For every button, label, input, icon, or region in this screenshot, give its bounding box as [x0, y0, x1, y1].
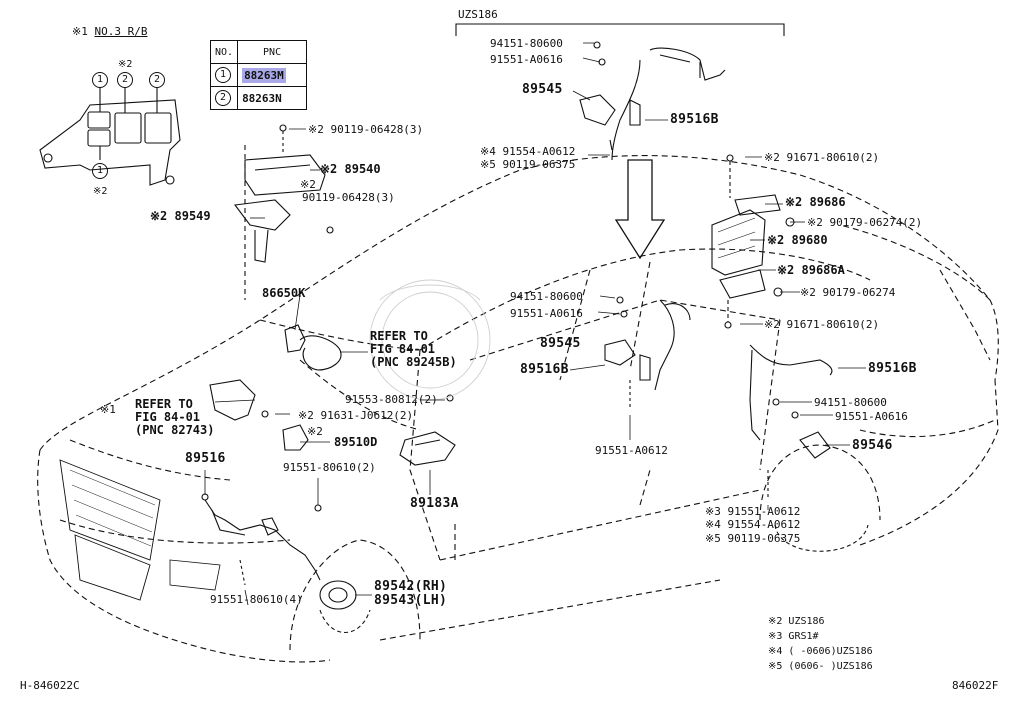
part-label[interactable]: 94151-80600	[490, 37, 563, 50]
front-sensor-harness	[201, 493, 322, 586]
part-label[interactable]: 89542(RH)	[374, 579, 448, 594]
middle-sensor-harness	[604, 296, 691, 410]
part-label[interactable]: 89516B	[868, 361, 917, 376]
note-text: NO.3 R/B	[94, 25, 148, 38]
part-label[interactable]: ※2 91671-80610(2)	[764, 151, 880, 164]
footnote: ※5 (0606- )UZS186	[768, 661, 873, 672]
part-label[interactable]: ※2 90179-06274	[800, 286, 896, 299]
leader-lines	[204, 42, 866, 606]
pnc-link-88263m[interactable]: 88263M	[242, 67, 286, 83]
rear-sensor-harness-top	[579, 41, 726, 161]
part-label[interactable]: 91551-A0616	[835, 410, 908, 423]
part-label[interactable]: 91551-80610(2)	[283, 461, 376, 474]
part-label[interactable]: ※2 91631-J0612(2)	[298, 409, 414, 422]
rear-wheel	[759, 444, 881, 552]
part-label[interactable]: ※3 91551-A0612	[705, 505, 801, 518]
part-label: ※1	[100, 403, 116, 416]
pnc-table: NO. PNC 1 88263M 2 88263N	[209, 40, 308, 110]
figure-code-right: 846022F	[952, 679, 999, 692]
part-label[interactable]: ※2 89540	[320, 162, 381, 176]
part-label[interactable]: 89516B	[670, 112, 719, 127]
part-label[interactable]: FIG 84-01	[370, 342, 436, 356]
part-label[interactable]: (PNC 82743)	[135, 423, 215, 437]
part-label[interactable]: 89516B	[520, 362, 569, 377]
pnc-link-88263n[interactable]: 88263N	[242, 91, 282, 105]
relay-callout: 2	[149, 72, 165, 88]
row-number: 1	[215, 67, 231, 83]
part-label[interactable]: 94151-80600	[510, 290, 583, 303]
part-label[interactable]: 89183A	[410, 496, 459, 511]
part-label[interactable]: ※2 89686	[785, 195, 846, 209]
part-label[interactable]: 89510D	[334, 435, 378, 449]
relay-note-mark: ※2	[118, 59, 133, 70]
part-label[interactable]: ※5 90119-06375	[480, 158, 576, 171]
part-label[interactable]: 91551-A0616	[510, 307, 583, 320]
part-label[interactable]: ※2 89680	[767, 233, 828, 247]
footnote: ※4 ( -0606)UZS186	[768, 646, 873, 657]
relay-callout: 1	[92, 72, 108, 88]
part-label[interactable]: 89546	[852, 438, 893, 453]
part-label[interactable]: 91551-80610(4)	[210, 593, 303, 606]
part-label[interactable]: 89543(LH)	[374, 593, 448, 608]
note-mark: ※1	[72, 25, 88, 38]
table-row: 2 88263N	[209, 86, 308, 110]
relay-callout: 1	[92, 163, 108, 179]
row-number: 2	[215, 90, 231, 106]
part-label[interactable]: (PNC 89245B)	[370, 355, 457, 369]
part-label: ※2	[300, 178, 316, 191]
part-label[interactable]: 89545	[522, 82, 563, 97]
part-label[interactable]: FIG 84-01	[135, 410, 201, 424]
part-label[interactable]: 94151-80600	[814, 396, 887, 409]
part-label[interactable]: ※2 91671-80610(2)	[764, 318, 880, 331]
part-label[interactable]: ※2 89686A	[777, 263, 845, 277]
group-label-uzs186: UZS186	[458, 8, 498, 21]
part-label[interactable]: ※2 90179-06274(2)	[807, 216, 923, 229]
part-label[interactable]: 89516	[185, 451, 226, 466]
ecu-assembly	[711, 154, 795, 329]
part-label[interactable]: 86650K	[262, 286, 306, 300]
part-label: ※2	[307, 425, 323, 438]
part-label[interactable]: ※2 89549	[150, 209, 211, 223]
relay-block-note: ※1 NO.3 R/B	[72, 25, 147, 38]
front-grille	[59, 459, 221, 601]
location-arrow	[614, 159, 666, 260]
table-row: 1 88263M	[209, 63, 308, 87]
footnote: ※2 UZS186	[768, 616, 825, 627]
part-label[interactable]: ※5 90119-06375	[705, 532, 801, 545]
relay-note-mark: ※2	[93, 186, 108, 197]
pnc-header-pnc: PNC	[237, 40, 308, 64]
rear-right-harness	[749, 344, 833, 500]
part-label: REFER TO	[370, 329, 428, 343]
part-label[interactable]: 90119-06428(3)	[302, 191, 395, 204]
part-label[interactable]: ※4 91554-A0612	[480, 145, 576, 158]
part-label[interactable]: ※4 91554-A0612	[705, 518, 801, 531]
part-label[interactable]: 91553-80812(2)	[345, 393, 438, 406]
footnote: ※3 GRS1#	[768, 631, 819, 642]
part-label: REFER TO	[135, 397, 193, 411]
part-label[interactable]: 91551-A0616	[490, 53, 563, 66]
part-label[interactable]: ※2 90119-06428(3)	[308, 123, 424, 136]
actuator-assembly	[233, 124, 334, 300]
relay-callout: 2	[117, 72, 133, 88]
relay-block	[39, 88, 181, 186]
uzs186-bracket	[455, 23, 785, 36]
figure-code-left: H-846022C	[20, 679, 80, 692]
pnc-header-no: NO.	[209, 40, 239, 64]
part-label[interactable]: 89545	[540, 336, 581, 351]
part-label[interactable]: 91551-A0612	[595, 444, 668, 457]
